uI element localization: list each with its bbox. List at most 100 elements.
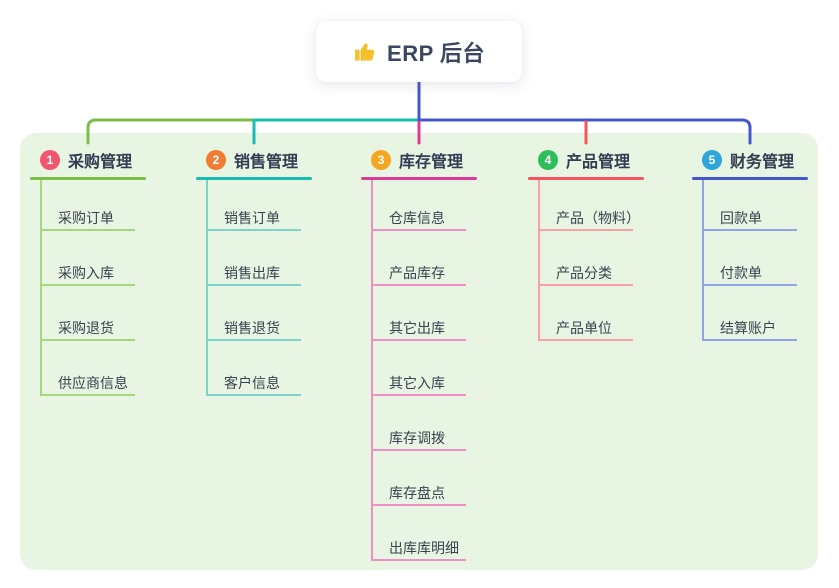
column-connector: [206, 180, 208, 396]
child-row[interactable]: 仓库信息: [361, 180, 511, 235]
column-children: 销售订单 销售出库 销售退货 客户信息: [196, 180, 352, 400]
child-label: 采购订单: [58, 210, 114, 226]
child-underline: [206, 394, 301, 396]
child-label: 销售订单: [224, 210, 280, 226]
child-label: 产品分类: [556, 265, 612, 281]
child-underline: [40, 394, 135, 396]
thumbs-up-icon: [353, 39, 378, 64]
child-row[interactable]: 客户信息: [196, 345, 346, 400]
child-row[interactable]: 采购订单: [30, 180, 180, 235]
child-row[interactable]: 销售退货: [196, 290, 346, 345]
column-underline: [361, 177, 477, 180]
column: 4 产品管理 产品（物料） 产品分类 产品单位: [528, 147, 684, 345]
child-row[interactable]: 其它出库: [361, 290, 511, 345]
child-label: 付款单: [720, 265, 762, 281]
child-underline: [538, 284, 633, 286]
column-title: 采购管理: [68, 154, 133, 171]
column-header[interactable]: 4 产品管理: [528, 147, 684, 173]
child-row[interactable]: 库存盘点: [361, 455, 511, 510]
child-underline: [206, 339, 301, 341]
column: 1 采购管理 采购订单 采购入库 采购退货 供应商信息: [30, 147, 186, 400]
column-title: 库存管理: [399, 154, 464, 171]
column-connector: [40, 180, 42, 396]
child-underline: [371, 559, 466, 561]
child-row[interactable]: 产品分类: [528, 235, 678, 290]
column-children: 回款单 付款单 结算账户: [692, 180, 839, 345]
child-underline: [40, 284, 135, 286]
root-node[interactable]: ERP 后台: [316, 21, 522, 82]
column-index-badge: 3: [371, 150, 391, 170]
child-row[interactable]: 付款单: [692, 235, 839, 290]
child-label: 销售退货: [224, 320, 280, 336]
child-underline: [371, 229, 466, 231]
column: 2 销售管理 销售订单 销售出库 销售退货 客户信息: [196, 147, 352, 400]
child-underline: [371, 394, 466, 396]
column-underline: [528, 177, 644, 180]
child-row[interactable]: 其它入库: [361, 345, 511, 400]
column-title: 财务管理: [730, 154, 795, 171]
child-label: 其它入库: [389, 375, 445, 391]
child-label: 产品单位: [556, 320, 612, 336]
child-underline: [702, 284, 797, 286]
child-underline: [40, 229, 135, 231]
child-underline: [371, 284, 466, 286]
child-label: 产品（物料）: [556, 210, 640, 226]
column-underline: [30, 177, 146, 180]
child-underline: [538, 229, 633, 231]
column-index-badge: 1: [40, 150, 60, 170]
child-row[interactable]: 结算账户: [692, 290, 839, 345]
root-title: ERP 后台: [387, 40, 485, 66]
child-underline: [371, 504, 466, 506]
child-row[interactable]: 供应商信息: [30, 345, 180, 400]
child-label: 销售出库: [224, 265, 280, 281]
column-header[interactable]: 2 销售管理: [196, 147, 352, 173]
column-header[interactable]: 5 财务管理: [692, 147, 839, 173]
child-row[interactable]: 出库库明细: [361, 510, 511, 565]
child-underline: [538, 339, 633, 341]
child-label: 库存盘点: [389, 485, 445, 501]
child-row[interactable]: 产品（物料）: [528, 180, 678, 235]
column-index-badge: 2: [206, 150, 226, 170]
child-underline: [371, 339, 466, 341]
child-row[interactable]: 采购入库: [30, 235, 180, 290]
child-label: 其它出库: [389, 320, 445, 336]
child-label: 结算账户: [720, 320, 776, 336]
column-header[interactable]: 3 库存管理: [361, 147, 517, 173]
child-row[interactable]: 销售订单: [196, 180, 346, 235]
column-connector: [538, 180, 540, 341]
child-label: 库存调拨: [389, 430, 445, 446]
column-title: 产品管理: [566, 154, 631, 171]
column-children: 仓库信息 产品库存 其它出库 其它入库 库存调拨 库存盘点 出库库明细: [361, 180, 517, 565]
column-children: 采购订单 采购入库 采购退货 供应商信息: [30, 180, 186, 400]
child-row[interactable]: 回款单: [692, 180, 839, 235]
child-label: 供应商信息: [58, 375, 128, 391]
mindmap-container: 1 采购管理 采购订单 采购入库 采购退货 供应商信息 2 销售管理: [20, 133, 818, 570]
child-underline: [40, 339, 135, 341]
child-label: 回款单: [720, 210, 762, 226]
column-header[interactable]: 1 采购管理: [30, 147, 186, 173]
column: 5 财务管理 回款单 付款单 结算账户: [692, 147, 839, 345]
child-row[interactable]: 采购退货: [30, 290, 180, 345]
child-row[interactable]: 产品库存: [361, 235, 511, 290]
column-underline: [196, 177, 312, 180]
child-underline: [206, 284, 301, 286]
column-connector: [371, 180, 373, 561]
column-title: 销售管理: [234, 154, 299, 171]
child-row[interactable]: 产品单位: [528, 290, 678, 345]
child-label: 采购入库: [58, 265, 114, 281]
child-row[interactable]: 库存调拨: [361, 400, 511, 455]
column: 3 库存管理 仓库信息 产品库存 其它出库 其它入库 库存调拨: [361, 147, 517, 565]
child-underline: [702, 339, 797, 341]
child-underline: [371, 449, 466, 451]
child-row[interactable]: 销售出库: [196, 235, 346, 290]
column-children: 产品（物料） 产品分类 产品单位: [528, 180, 684, 345]
column-index-badge: 5: [702, 150, 722, 170]
child-underline: [702, 229, 797, 231]
child-label: 仓库信息: [389, 210, 445, 226]
child-label: 客户信息: [224, 375, 280, 391]
column-index-badge: 4: [538, 150, 558, 170]
child-label: 采购退货: [58, 320, 114, 336]
child-underline: [206, 229, 301, 231]
child-label: 产品库存: [389, 265, 445, 281]
